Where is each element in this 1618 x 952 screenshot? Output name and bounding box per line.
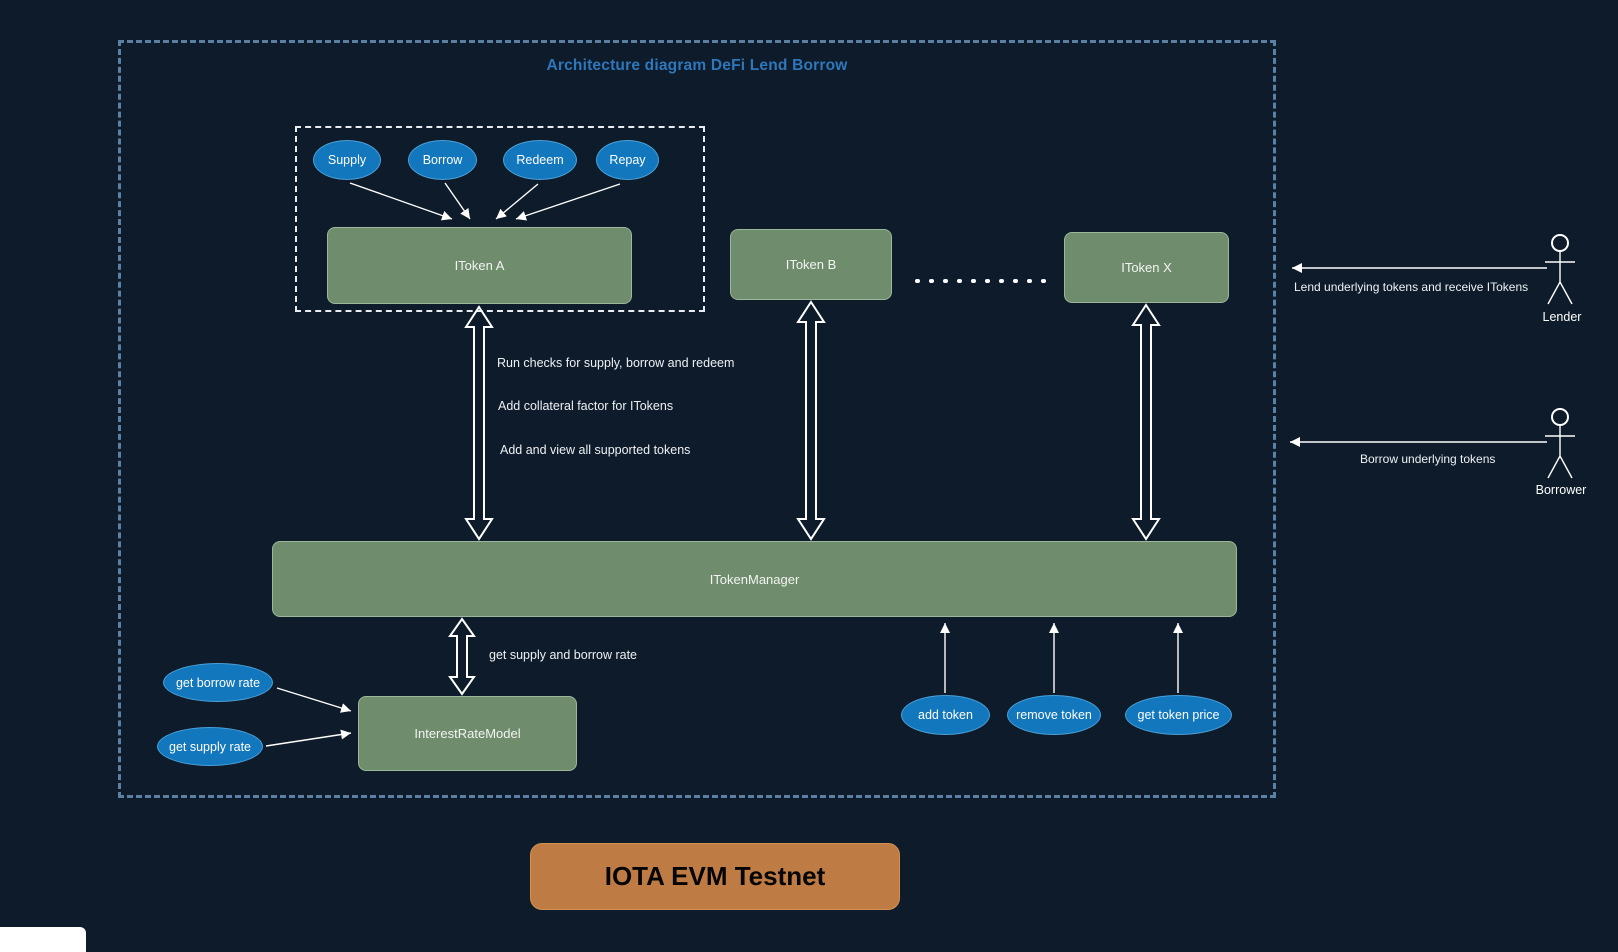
annotation-supported-tokens: Add and view all supported tokens [500, 443, 691, 457]
use-case-redeem: Redeem [503, 140, 577, 180]
use-case-get-supply-rate: get supply rate [157, 727, 263, 766]
platform-badge: IOTA EVM Testnet [530, 843, 900, 910]
lender-label: Lender [1542, 310, 1582, 324]
borrower-message: Borrow underlying tokens [1360, 452, 1496, 466]
itoken-a-node: IToken A [327, 227, 632, 304]
itoken-x-node: IToken X [1064, 232, 1229, 303]
use-case-supply: Supply [313, 140, 381, 180]
use-case-get-borrow-rate: get borrow rate [163, 663, 273, 702]
use-case-remove-token: remove token [1007, 695, 1101, 735]
annotation-run-checks: Run checks for supply, borrow and redeem [497, 356, 735, 370]
itoken-group-boundary [295, 126, 705, 312]
interest-rate-model-node: InterestRateModel [358, 696, 577, 771]
annotation-rate: get supply and borrow rate [489, 648, 638, 662]
use-case-borrow: Borrow [408, 140, 477, 180]
use-case-add-token: add token [901, 695, 990, 735]
lender-actor-icon [1545, 234, 1575, 305]
borrower-actor-icon [1545, 408, 1575, 479]
system-boundary-box [118, 40, 1276, 798]
bottom-left-white-corner [0, 927, 86, 952]
annotation-collateral-factor: Add collateral factor for ITokens [498, 399, 674, 413]
itoken-b-node: IToken B [730, 229, 892, 300]
borrower-label: Borrower [1535, 483, 1587, 497]
diagram-title: Architecture diagram DeFi Lend Borrow [546, 57, 848, 74]
itoken-manager-node: ITokenManager [272, 541, 1237, 617]
use-case-get-token-price: get token price [1125, 695, 1232, 735]
use-case-repay: Repay [596, 140, 659, 180]
lender-message: Lend underlying tokens and receive IToke… [1294, 280, 1529, 294]
